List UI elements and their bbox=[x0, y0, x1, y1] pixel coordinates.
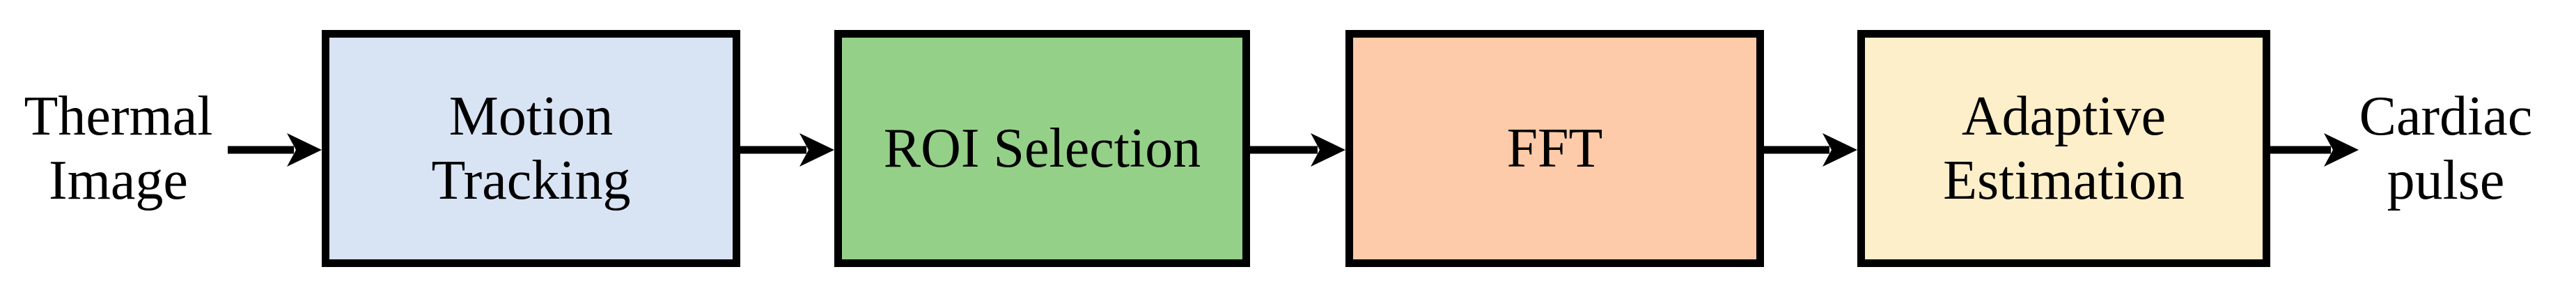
node-adaptive-estimation: Adaptive Estimation bbox=[1857, 30, 2270, 267]
node-motion-tracking-label: Motion Tracking bbox=[431, 86, 631, 211]
node-roi-selection: ROI Selection bbox=[834, 30, 1250, 267]
arrow-fft-to-adaptive-icon bbox=[1764, 133, 1857, 167]
arrow-motion-to-roi-icon bbox=[740, 133, 834, 167]
node-fft: FFT bbox=[1345, 30, 1764, 267]
node-roi-selection-label: ROI Selection bbox=[883, 118, 1201, 179]
node-adaptive-estimation-label: Adaptive Estimation bbox=[1943, 86, 2185, 211]
arrow-input-to-motion-icon bbox=[228, 133, 322, 167]
arrow-roi-to-fft-icon bbox=[1250, 133, 1345, 167]
node-fft-label: FFT bbox=[1506, 118, 1603, 179]
input-label-thermal-image: Thermal Image bbox=[24, 86, 213, 211]
arrow-adaptive-to-output-icon bbox=[2270, 133, 2359, 167]
output-label-cardiac-pulse: Cardiac pulse bbox=[2359, 86, 2533, 211]
node-motion-tracking: Motion Tracking bbox=[322, 30, 740, 267]
